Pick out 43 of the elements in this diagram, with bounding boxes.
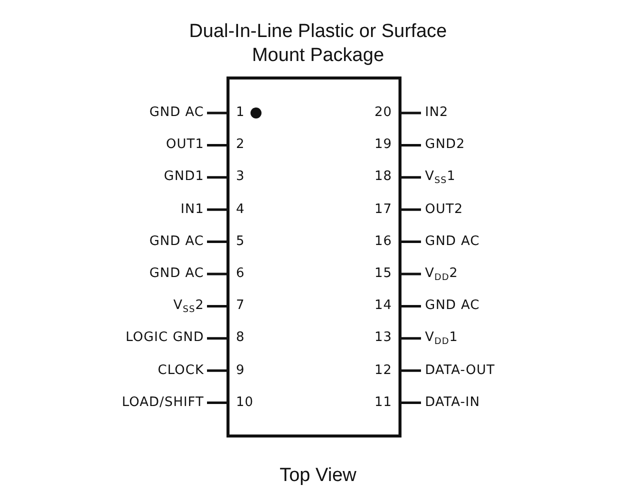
pin-name: DATA-IN (425, 396, 480, 409)
pin-name: GND AC (425, 299, 480, 312)
pin-name: V$_{SS}$2 (173, 299, 204, 316)
pin-name: LOAD/SHIFT (122, 396, 204, 409)
pin-number: 4 (236, 202, 245, 216)
pin-name: DATA-OUT (425, 364, 495, 377)
pin-name: V$_{DD}$2 (425, 267, 458, 283)
pin-number: 1 (236, 106, 245, 119)
pin-number: 6 (236, 267, 245, 280)
pin-number: 12 (374, 364, 392, 377)
pin-number: 8 (236, 331, 245, 344)
pin-name: V$_{DD}$1 (425, 331, 458, 348)
caption: Top View (278, 466, 358, 485)
pin-number: 15 (374, 267, 392, 280)
pin-name: CLOCK (158, 364, 204, 377)
pin-name: V$_{SS}$1 (425, 170, 456, 186)
pin-number: 5 (236, 234, 245, 248)
pin-name: GND AC (425, 234, 480, 248)
pin-number: 13 (374, 331, 392, 344)
pin-name: GND2 (425, 138, 466, 152)
pin-name: IN1 (180, 202, 204, 216)
pin-name: OUT1 (166, 138, 204, 152)
pin-number: 10 (236, 396, 254, 409)
pin-number: 18 (374, 170, 392, 184)
pin-number: 2 (236, 138, 245, 152)
pin-number: 9 (236, 364, 245, 377)
pin-number: 17 (374, 202, 392, 216)
pin-number: 20 (374, 106, 392, 119)
pin-name: LOGIC GND (126, 331, 204, 344)
pin-number: 7 (236, 299, 245, 312)
pin-name: OUT2 (425, 202, 463, 216)
pin-name: GND AC (149, 267, 204, 280)
ic-package-outline (226, 76, 402, 438)
pin-name: GND AC (149, 234, 204, 248)
pin-number: 14 (374, 299, 392, 312)
pin-number: 19 (374, 138, 392, 152)
pin-number: 11 (374, 396, 392, 409)
pin-number: 16 (374, 234, 392, 248)
pin-name: GND1 (164, 170, 204, 184)
pin-name: GND AC (149, 106, 204, 119)
pin-number: 3 (236, 170, 245, 184)
pin-name: IN2 (425, 106, 448, 119)
title: Dual-In-Line Plastic or Surface Mount Package (188, 20, 448, 68)
